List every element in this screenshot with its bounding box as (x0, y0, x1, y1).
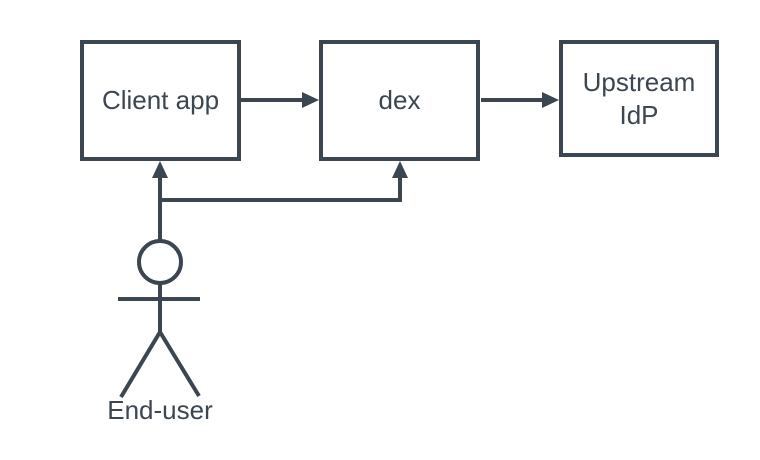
node-upstream-idp: Upstream IdP (559, 40, 719, 157)
actor-head-icon (137, 239, 183, 285)
arrow-user-to-dex-head (392, 161, 408, 178)
arrow-dex-to-idp-head (542, 92, 559, 108)
node-upstream-idp-label: Upstream IdP (582, 67, 696, 130)
actor-label: End-user (107, 395, 213, 425)
actor-left-leg-icon (119, 330, 162, 399)
arrow-user-to-client-head (152, 161, 168, 178)
node-dex-label: dex (378, 85, 421, 116)
node-dex: dex (319, 40, 480, 161)
arrow-user-to-dex-line (160, 177, 402, 202)
arrow-client-to-dex-head (302, 92, 319, 108)
node-client-app: Client app (80, 40, 241, 161)
actor-right-leg-icon (158, 330, 201, 398)
node-client-app-label: Client app (101, 85, 220, 116)
